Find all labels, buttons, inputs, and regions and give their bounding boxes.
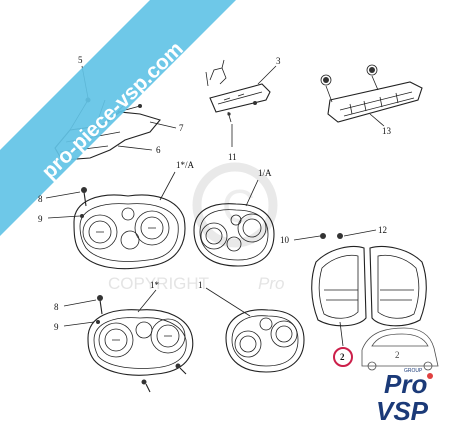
- third-brake-light: 3 11: [205, 56, 281, 162]
- label-7: 7: [179, 123, 184, 133]
- label-10: 10: [280, 235, 290, 245]
- callout-ring-2: [333, 347, 353, 367]
- label-8-top: 8: [38, 194, 43, 204]
- label-12: 12: [378, 225, 387, 235]
- watermark: C COPYRIGHT Pro: [108, 162, 284, 293]
- label-1a: 1/A: [258, 168, 272, 178]
- label-13: 13: [382, 126, 392, 136]
- label-2b: 2: [395, 350, 400, 360]
- prosvsp-logo: GROUP Pro VSP: [376, 368, 433, 426]
- logo-accent-dot: [427, 373, 433, 379]
- label-9-top: 9: [38, 214, 43, 224]
- logo-line2: VSP: [376, 396, 429, 426]
- watermark-brand: Pro: [258, 274, 284, 293]
- label-1s: 1*: [150, 280, 160, 290]
- label-2: 2: [340, 352, 345, 362]
- label-6: 6: [156, 145, 161, 155]
- headlight-1: 1: [198, 280, 305, 373]
- label-5: 5: [78, 55, 83, 65]
- banner-band: [0, 0, 236, 236]
- label-1: 1: [198, 280, 203, 290]
- label-1sa: 1*/A: [176, 160, 195, 170]
- label-3: 3: [276, 56, 281, 66]
- headlight-1s-a: 1*/A 8 9: [38, 160, 195, 270]
- car-silhouette: 2: [361, 327, 439, 371]
- rear-light-bar: 13: [320, 64, 423, 136]
- label-11: 11: [228, 152, 237, 162]
- label-9-bot: 9: [54, 322, 59, 332]
- label-8-bot: 8: [54, 302, 59, 312]
- logo-line1: Pro: [384, 369, 427, 399]
- headlight-1s: 1* 8 9: [54, 280, 194, 393]
- logo-tag: GROUP: [404, 368, 423, 374]
- rear-lights-pair: 10 12 2: [280, 225, 427, 367]
- headlight-1-a: 1/A: [193, 168, 275, 267]
- watermark-copyright: COPYRIGHT: [108, 274, 209, 293]
